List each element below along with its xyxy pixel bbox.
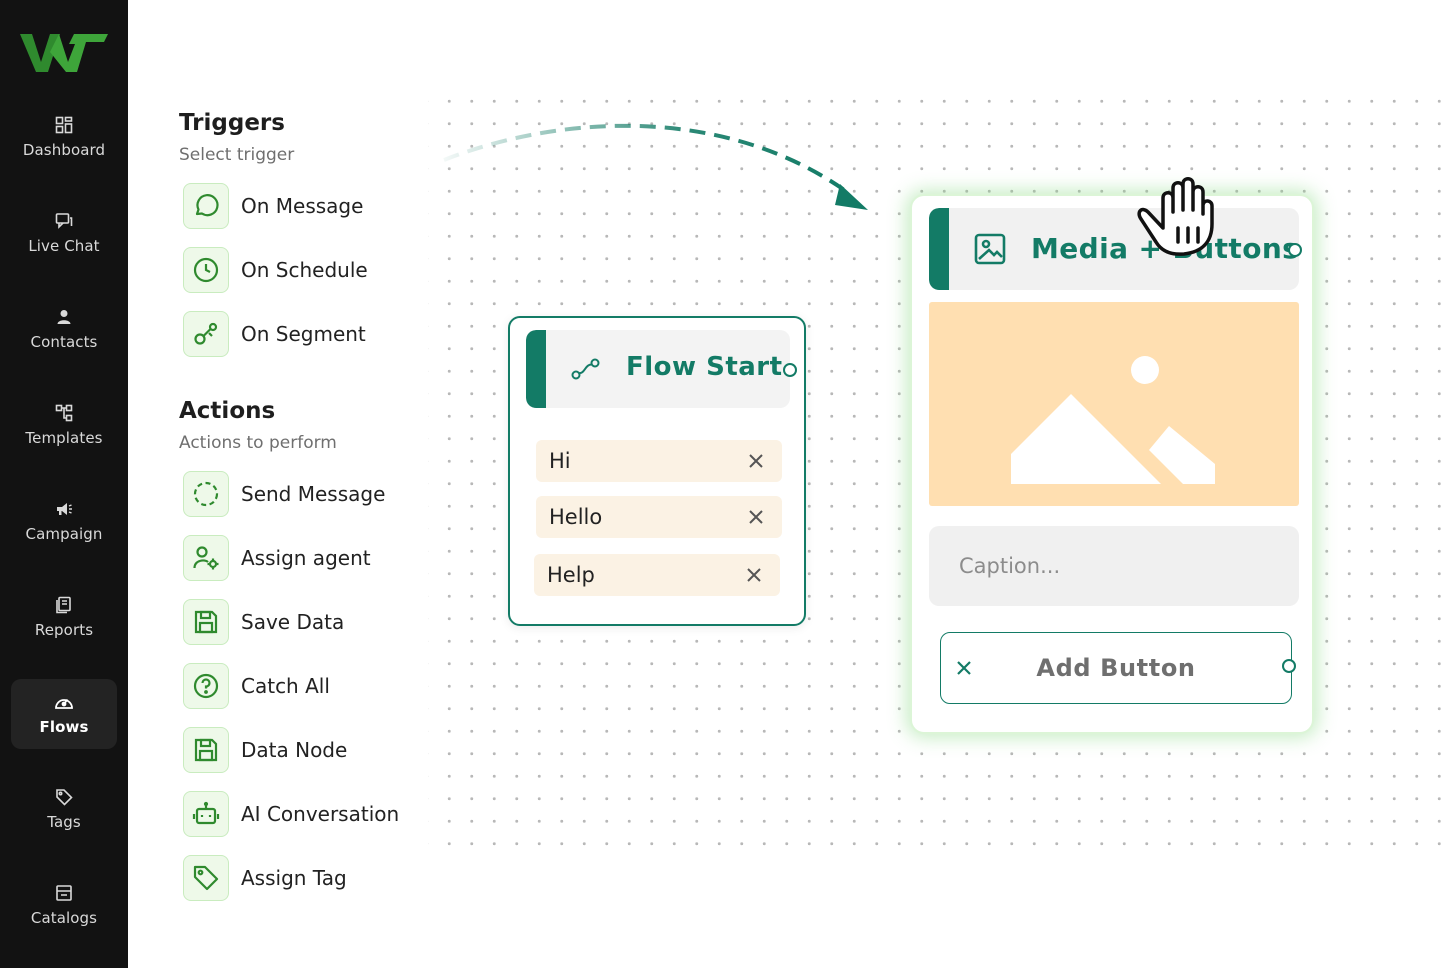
- grab-cursor-icon: [1137, 177, 1214, 256]
- remove-keyword-icon[interactable]: [744, 449, 768, 473]
- keyword-label: Hello: [549, 505, 603, 529]
- actions-subtitle: Actions to perform: [179, 433, 337, 453]
- add-button[interactable]: Add Button: [940, 632, 1292, 704]
- megaphone-icon: [54, 499, 74, 519]
- action-catch-all[interactable]: Catch All: [183, 663, 330, 709]
- item-label: Save Data: [241, 610, 345, 634]
- flow-start-icon: [571, 358, 601, 384]
- nav-templates[interactable]: Templates: [11, 390, 117, 460]
- actions-title: Actions: [179, 398, 276, 424]
- item-label: Send Message: [241, 482, 386, 506]
- keyword-chip: Hello: [536, 496, 782, 538]
- nav-label: Campaign: [25, 525, 103, 543]
- trigger-on-schedule[interactable]: On Schedule: [183, 247, 368, 293]
- image-icon: [973, 232, 1007, 270]
- action-send-message[interactable]: Send Message: [183, 471, 385, 517]
- nav-campaign[interactable]: Campaign: [11, 486, 117, 556]
- item-label: On Schedule: [241, 258, 368, 282]
- templates-icon: [54, 403, 74, 423]
- nav-label: Live Chat: [28, 237, 100, 255]
- question-circle-icon: [183, 663, 229, 709]
- flow-start-header[interactable]: Flow Start: [526, 330, 790, 408]
- add-button-label: Add Button: [1036, 654, 1196, 682]
- dashed-circle-icon: [183, 471, 229, 517]
- nav-flows[interactable]: Flows: [11, 679, 117, 749]
- keyword-chip: Hi: [536, 440, 782, 482]
- nav-label: Tags: [47, 813, 81, 831]
- nav-label: Reports: [34, 621, 94, 639]
- nav-live-chat[interactable]: Live Chat: [11, 198, 117, 268]
- catalog-icon: [54, 883, 74, 903]
- flow-start-output-port[interactable]: [783, 363, 797, 377]
- clock-icon: [183, 247, 229, 293]
- remove-keyword-icon[interactable]: [744, 505, 768, 529]
- media-buttons-node[interactable]: Media + Buttons Caption... Add Button: [910, 194, 1314, 734]
- add-button-output-port[interactable]: [1282, 659, 1296, 673]
- chat-icon: [54, 211, 74, 231]
- sidebar: Dashboard Live Chat Contacts Templates: [0, 0, 128, 968]
- keyword-label: Hi: [549, 449, 571, 473]
- nav-dashboard[interactable]: Dashboard: [11, 102, 117, 172]
- flow-start-node[interactable]: Flow Start Hi Hello Help: [508, 316, 806, 626]
- remove-keyword-icon[interactable]: [742, 563, 766, 587]
- report-icon: [54, 595, 74, 615]
- item-label: Assign Tag: [241, 866, 347, 890]
- item-label: Catch All: [241, 674, 330, 698]
- nav-label: Contacts: [30, 333, 98, 351]
- message-bubble-icon: [183, 183, 229, 229]
- keyword-label: Help: [547, 563, 595, 587]
- node-palette: Triggers Select trigger On Message On Sc…: [128, 0, 428, 968]
- media-node-header[interactable]: Media + Buttons: [929, 208, 1299, 290]
- connection-arrow: [443, 123, 868, 210]
- item-label: Assign agent: [241, 546, 371, 570]
- item-label: Data Node: [241, 738, 348, 762]
- node-accent-bar: [929, 208, 949, 290]
- item-label: On Segment: [241, 322, 366, 346]
- node-accent-bar: [526, 330, 546, 408]
- nav-tags[interactable]: Tags: [11, 774, 117, 844]
- triggers-title: Triggers: [179, 110, 285, 136]
- nav-label: Flows: [39, 718, 89, 736]
- nav-label: Catalogs: [30, 909, 98, 927]
- action-data-node[interactable]: Data Node: [183, 727, 347, 773]
- keyword-chip: Help: [534, 554, 780, 596]
- action-assign-tag[interactable]: Assign Tag: [183, 855, 347, 901]
- nav-contacts[interactable]: Contacts: [11, 294, 117, 364]
- dashboard-grid-icon: [54, 115, 74, 135]
- save-icon: [183, 599, 229, 645]
- image-placeholder-icon: [1011, 356, 1215, 484]
- tag-icon: [183, 855, 229, 901]
- trigger-on-message[interactable]: On Message: [183, 183, 363, 229]
- flows-icon: [54, 692, 74, 712]
- user-icon: [54, 307, 74, 327]
- image-placeholder[interactable]: [929, 302, 1299, 506]
- brand-logo[interactable]: [20, 28, 108, 78]
- flow-start-title: Flow Start: [626, 352, 783, 382]
- trigger-on-segment[interactable]: On Segment: [183, 311, 366, 357]
- triggers-subtitle: Select trigger: [179, 145, 295, 165]
- nav-label: Templates: [25, 429, 103, 447]
- action-ai-conversation[interactable]: AI Conversation: [183, 791, 399, 837]
- nav-label: Dashboard: [22, 141, 106, 159]
- robot-icon: [183, 791, 229, 837]
- user-gear-icon: [183, 535, 229, 581]
- tag-icon: [54, 787, 74, 807]
- media-node-output-port[interactable]: [1288, 243, 1302, 257]
- item-label: AI Conversation: [241, 802, 400, 826]
- save-icon: [183, 727, 229, 773]
- segment-icon: [183, 311, 229, 357]
- close-icon[interactable]: [953, 657, 975, 679]
- action-save-data[interactable]: Save Data: [183, 599, 344, 645]
- caption-input[interactable]: Caption...: [929, 526, 1299, 606]
- nav-reports[interactable]: Reports: [11, 582, 117, 652]
- action-assign-agent[interactable]: Assign agent: [183, 535, 371, 581]
- item-label: On Message: [241, 194, 364, 218]
- nav-catalogs[interactable]: Catalogs: [11, 870, 117, 940]
